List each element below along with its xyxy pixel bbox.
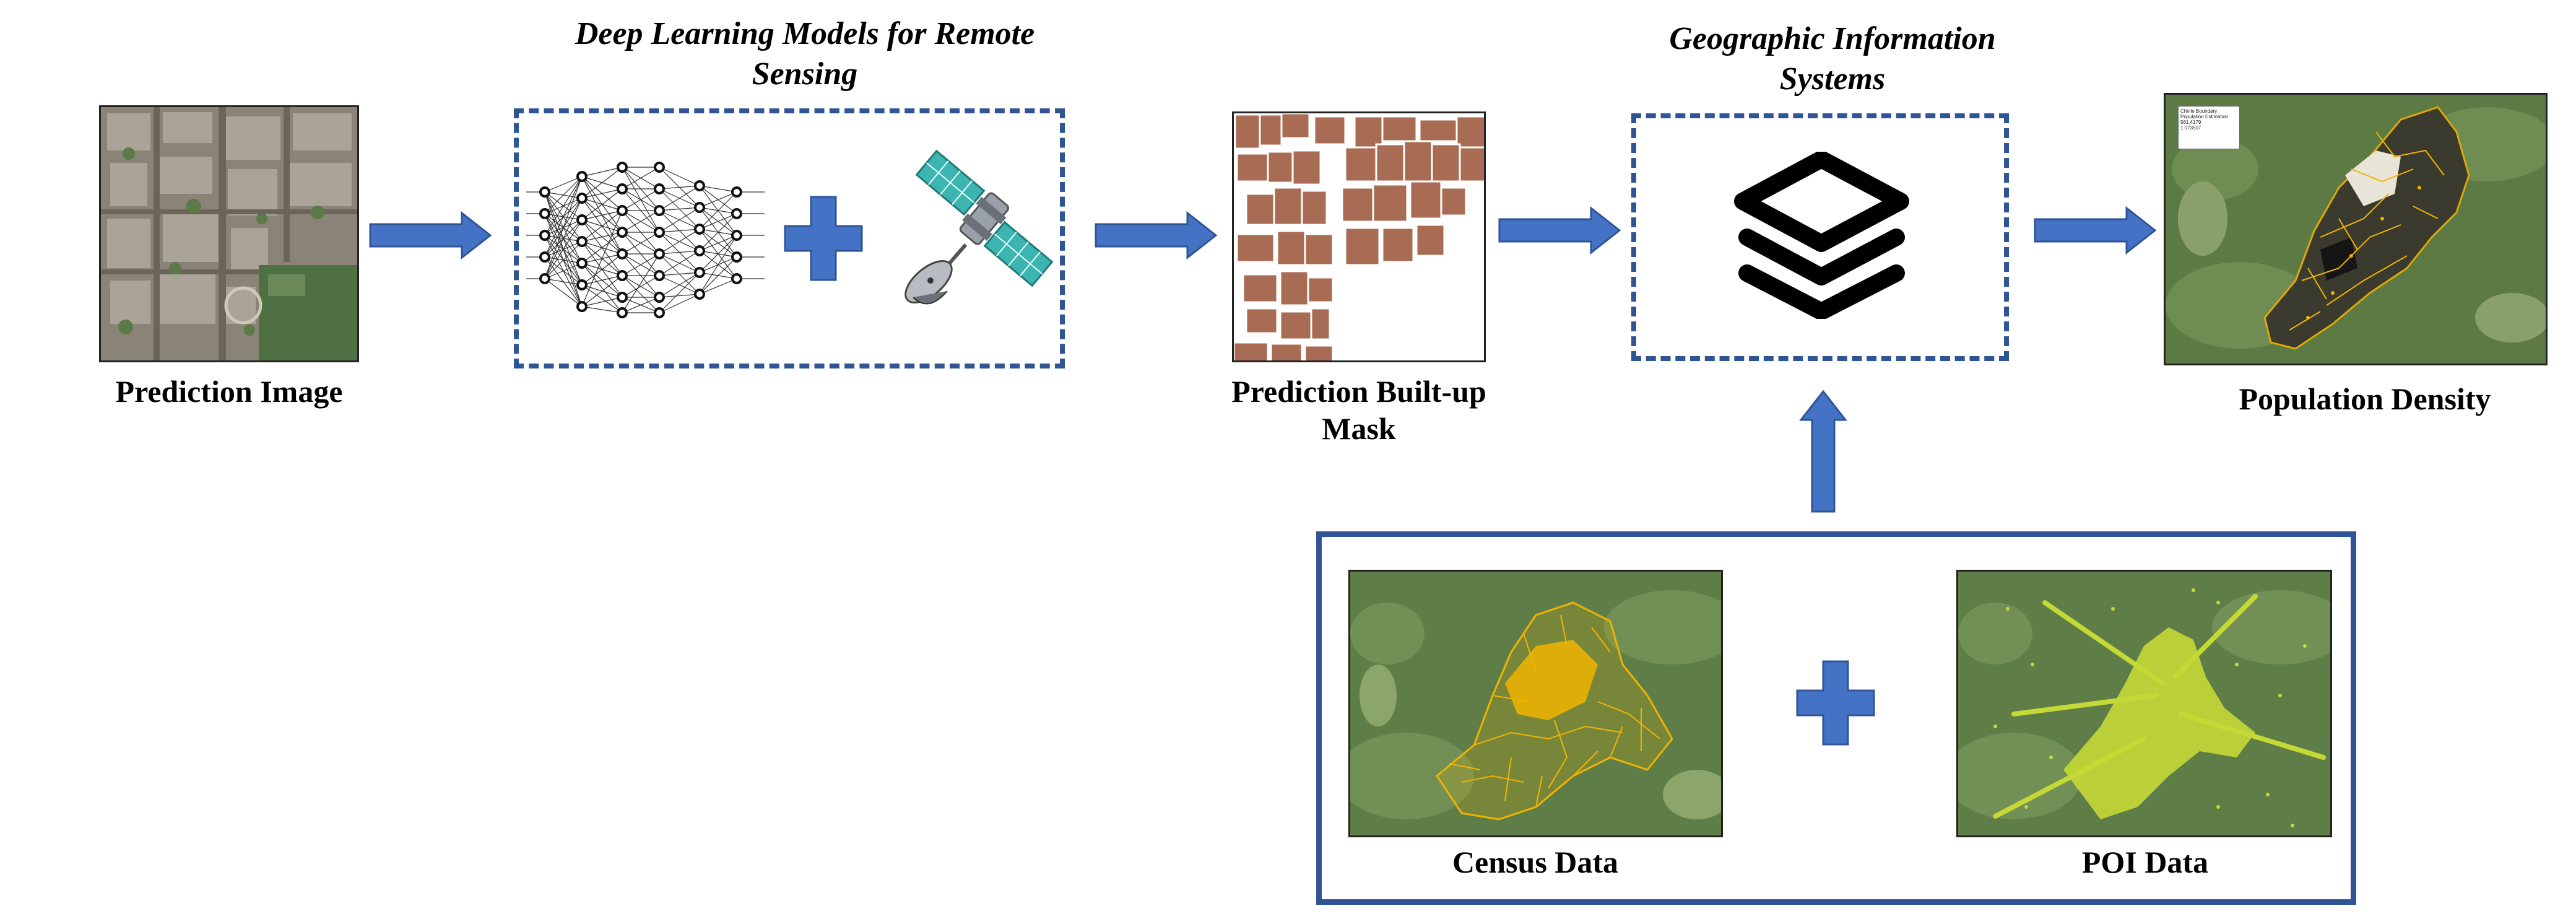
arrow-right-icon [369,211,492,260]
census-data-caption: Census Data [1452,845,1619,879]
satellite-icon [904,149,1054,305]
poi-data-map [1956,570,2332,837]
census-map [1350,572,1721,835]
poi-map [1958,572,2330,835]
legend-item: 561.4179 [2180,120,2201,125]
mask-caption-line2: Mask [1322,411,1396,446]
prediction-image [99,105,359,362]
census-data-map [1348,570,1723,837]
mask-caption-line1: Prediction Built-up [1231,374,1486,409]
gis-title: Geographic Information Systems [1597,19,2068,99]
layers-icon [1734,152,1909,319]
dl-title: Deep Learning Models for Remote Sensing [545,14,1065,94]
legend-item: Population Estimation [2180,114,2229,120]
plus-icon [784,196,863,281]
data-sources-box [1316,531,2356,905]
poi-data-caption: POI Data [2081,845,2209,879]
satellite-photo [101,107,357,360]
arrow-right-icon [1498,206,1621,255]
prediction-image-caption: Prediction Image [115,374,343,409]
gis-title-line1: Geographic Information [1669,21,1996,56]
gis-title-line2: Systems [1779,61,1886,97]
plus-icon [1796,660,1875,746]
arrow-up-icon [1798,390,1848,513]
population-density-caption: Population Density [2239,381,2491,416]
legend-item: Chinle Boundary [2180,108,2218,114]
built-up-mask [1234,113,1484,360]
dl-title-text: Deep Learning Models for Remote Sensing [575,16,1035,92]
neural-network-icon [526,162,765,318]
arrow-right-icon [2034,206,2157,255]
mask-caption: Prediction Built-up Mask [1195,373,1523,447]
built-up-mask-image [1232,111,1486,362]
arrow-right-icon [1095,211,1218,260]
gis-box [1631,113,2009,361]
map-legend: Chinle Boundary Population Estimation 56… [2178,106,2240,149]
legend-item: 1.073507 [2180,125,2201,131]
population-density-map: Chinle Boundary Population Estimation 56… [2164,93,2548,365]
dl-models-box [514,108,1065,368]
